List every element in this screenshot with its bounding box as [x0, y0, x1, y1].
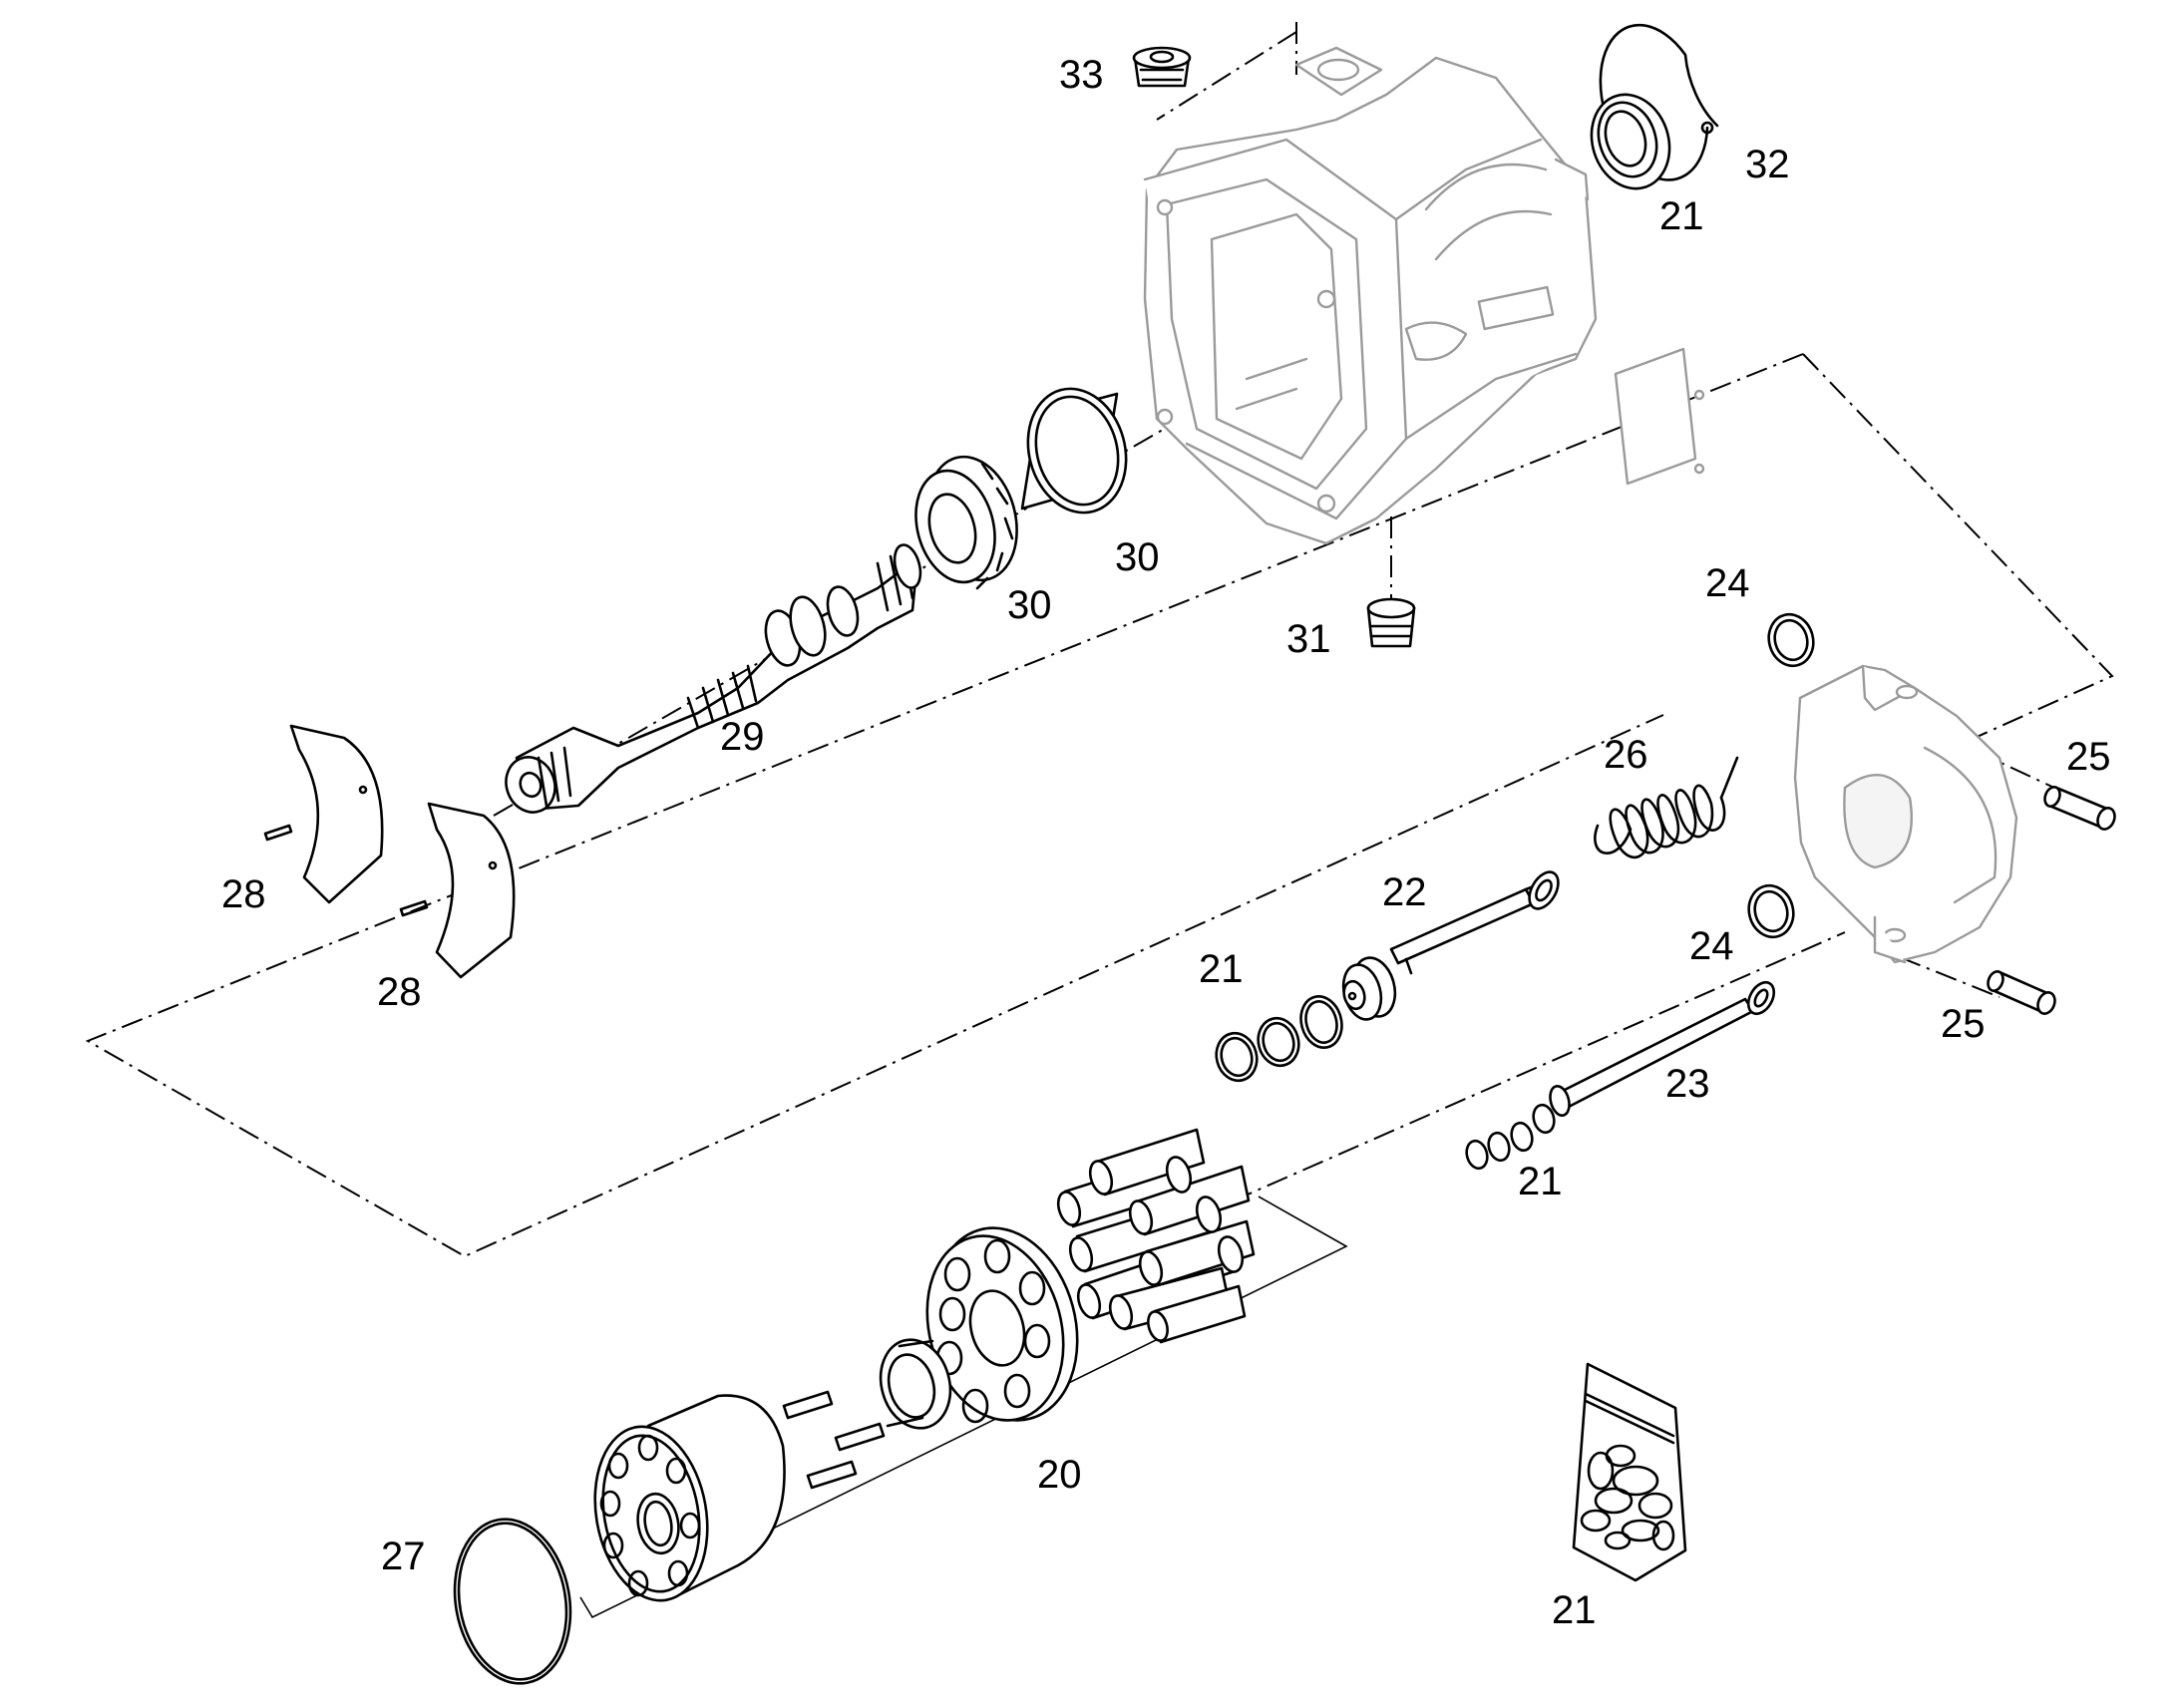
part-labels: 33 32 21 30 30 31 29 28 28 24 26 25 22 2…	[221, 53, 2111, 1632]
label-30-bearing: 30	[1007, 583, 1052, 627]
side-cover-plate	[1614, 347, 1705, 486]
label-27: 27	[381, 1535, 426, 1578]
part-29-drive-shaft	[505, 543, 922, 814]
cylinder-block	[593, 1394, 786, 1602]
part-33-plug	[1132, 46, 1192, 88]
label-25-lower: 25	[1941, 1002, 1986, 1046]
spherical-bushing	[879, 1338, 952, 1430]
label-21-shaft-seal: 21	[1659, 194, 1704, 238]
label-28-left: 28	[221, 872, 266, 916]
pistons	[1056, 1128, 1256, 1344]
label-32: 32	[1745, 143, 1790, 186]
label-24-lower: 24	[1689, 924, 1734, 968]
label-21-o-rings: 21	[1199, 947, 1244, 991]
control-housing	[1793, 664, 2018, 964]
label-26: 26	[1604, 733, 1648, 777]
part-27-o-ring	[453, 1518, 572, 1685]
part-30-roller-bearing	[914, 455, 1018, 590]
label-30-race: 30	[1115, 535, 1160, 579]
part-21-shaft-seal	[1590, 93, 1671, 190]
part-22-control-rod	[1341, 870, 1560, 1021]
assembly-outline-lines	[85, 22, 2114, 1258]
part-28-bearing-shell-left	[263, 724, 384, 904]
part-26-spring	[1594, 756, 1739, 859]
label-29: 29	[720, 715, 765, 759]
part-31-plug	[1366, 597, 1416, 648]
label-21-seal-kit: 21	[1552, 1588, 1597, 1632]
label-33: 33	[1059, 53, 1104, 97]
part-21-o-rings-small	[1465, 1103, 1556, 1171]
label-20: 20	[1037, 1453, 1082, 1497]
part-20-rotating-group	[579, 1128, 1348, 1619]
part-28-bearing-shell-right	[399, 802, 516, 979]
label-31: 31	[1286, 617, 1331, 661]
retaining-plate	[925, 1226, 1079, 1424]
label-21-small-rings: 21	[1518, 1160, 1563, 1203]
label-24-upper: 24	[1705, 561, 1750, 605]
part-32-circlip	[1599, 23, 1719, 181]
part-21-seal-kit-bag	[1572, 1362, 1687, 1582]
part-23-rod	[1549, 980, 1776, 1117]
part-25-pin-lower	[1987, 970, 2056, 1015]
part-21-o-rings-left	[1215, 995, 1343, 1083]
pump-housing	[1143, 46, 1598, 545]
label-23: 23	[1665, 1062, 1710, 1106]
pressure-pins	[782, 1390, 886, 1490]
part-30-bearing-race	[1020, 387, 1128, 514]
label-25-upper: 25	[2066, 735, 2111, 779]
label-28-right: 28	[377, 970, 422, 1014]
part-24-circlip-upper	[1767, 612, 1815, 668]
part-25-pin-upper	[2043, 786, 2116, 831]
part-24-circlip-lower	[1747, 883, 1795, 939]
label-22: 22	[1382, 870, 1427, 914]
